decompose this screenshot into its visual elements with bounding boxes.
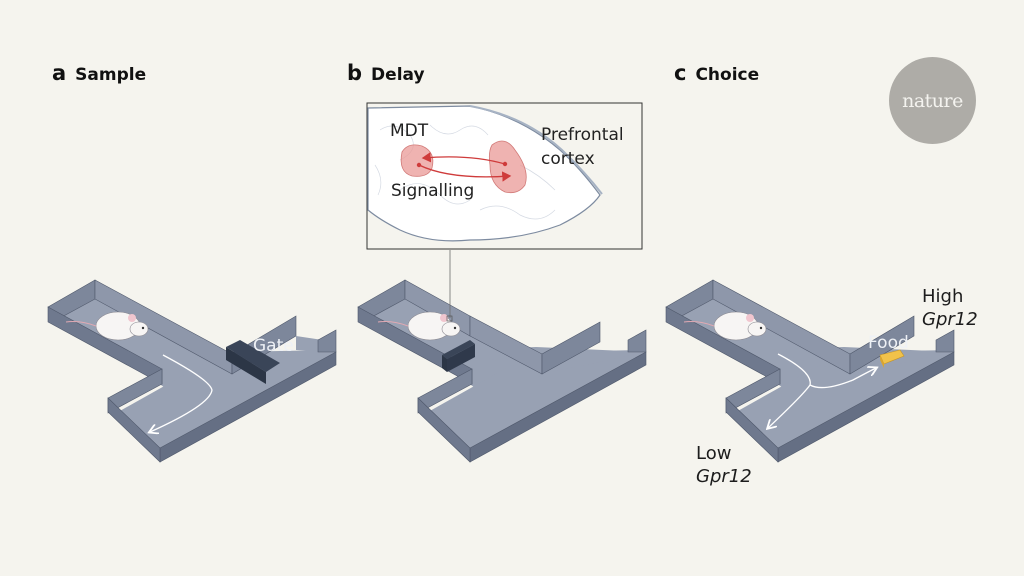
mouse (683, 311, 767, 341)
maze-sample (47, 279, 337, 463)
mdt-label: MDT (390, 121, 429, 141)
panel-b-letter: b (347, 61, 363, 85)
panel-c-letter: c (674, 61, 687, 85)
panel-c-title: Choice (695, 65, 760, 85)
signal-arrow-to-mdt (421, 152, 506, 165)
nature-logo: nature (889, 57, 976, 144)
low-gene-label: Gpr12 (696, 466, 752, 487)
pfc-label-line1: Prefrontal (541, 125, 624, 145)
panel-a-letter: a (52, 61, 67, 85)
mouse (377, 311, 461, 341)
maze-choice (665, 279, 955, 463)
signal-arrow-to-pfc (418, 164, 512, 182)
pfc-region (488, 140, 527, 194)
panel-a-title: Sample (75, 65, 147, 85)
path-arrow-high (809, 368, 876, 389)
signalling-label: Signalling (391, 181, 475, 201)
panel-b-title: Delay (371, 65, 425, 85)
high-label: High (922, 286, 964, 307)
gate (226, 340, 280, 372)
brain-outline (367, 105, 601, 242)
maze-floor (118, 350, 336, 448)
mdt-region (400, 144, 434, 177)
brain-inset (366, 102, 643, 250)
gate (442, 340, 475, 359)
maze-delay (357, 250, 647, 463)
logo-text: nature (902, 89, 963, 112)
mouse (65, 311, 149, 341)
panel-b-heading: b Delay (347, 61, 425, 85)
gate-label: Gate (253, 336, 294, 356)
panel-a-heading: a Sample (52, 61, 146, 85)
cheese-food (879, 349, 905, 368)
panel-c-heading: c Choice (674, 61, 759, 85)
food-label: Food (868, 333, 909, 353)
pfc-label-line2: cortex (541, 149, 595, 169)
high-gene-label: Gpr12 (922, 309, 978, 330)
low-label: Low (696, 443, 732, 464)
path-arrow (150, 354, 213, 432)
